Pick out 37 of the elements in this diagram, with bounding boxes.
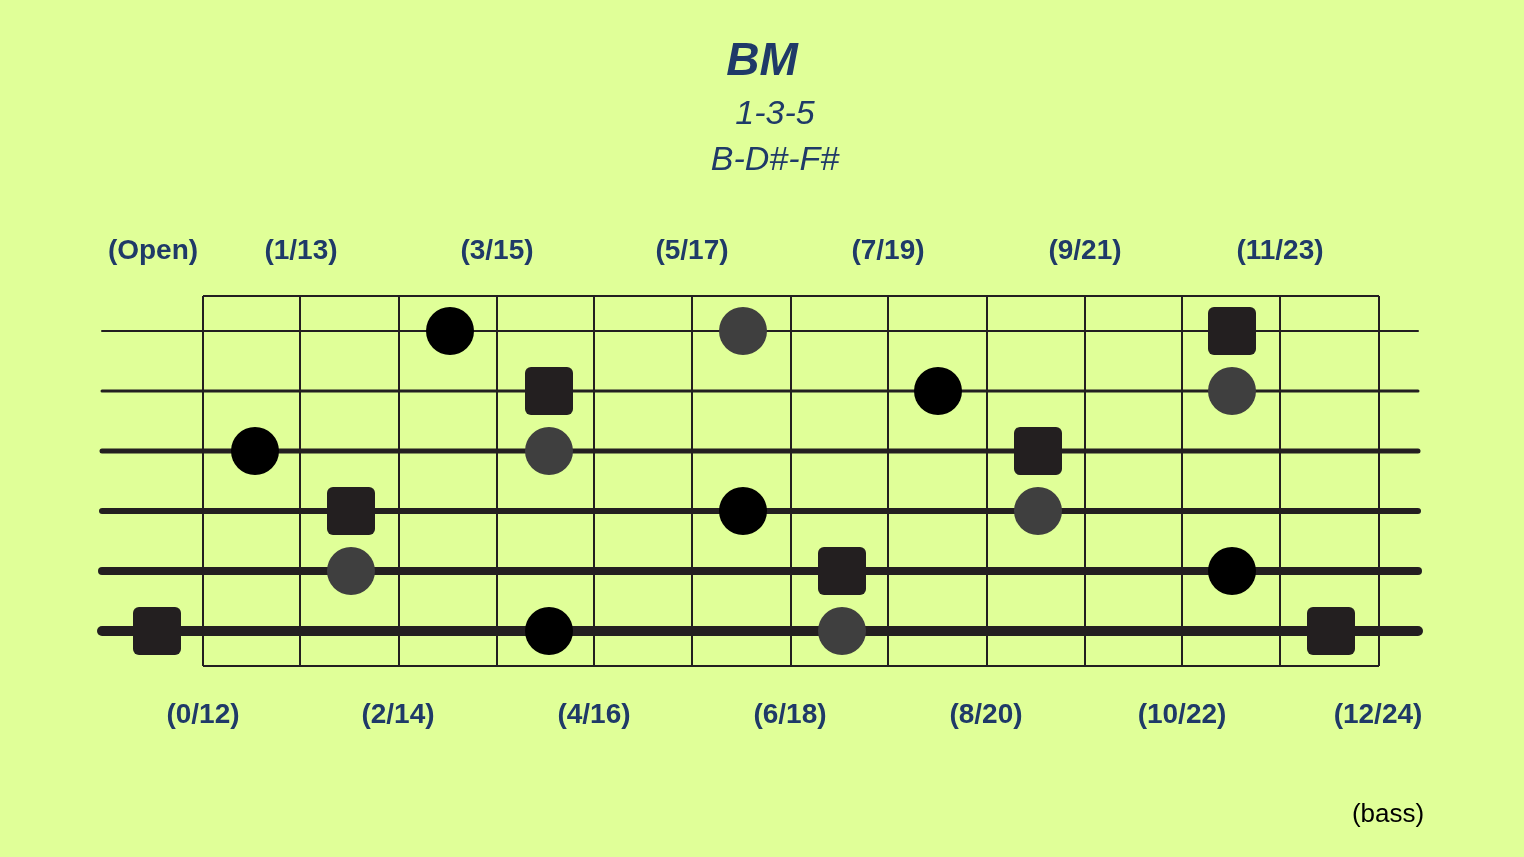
note-dot — [1014, 487, 1062, 535]
note-dot — [525, 607, 573, 655]
fret-number: (8/20) — [949, 698, 1023, 730]
note-dot — [719, 487, 767, 535]
note-square — [818, 547, 866, 595]
fret-number: (4/16) — [557, 698, 631, 730]
note-dot — [1208, 547, 1256, 595]
note-dot — [525, 427, 573, 475]
note-dot — [719, 307, 767, 355]
fret-number: (7/19) — [851, 234, 925, 266]
fret-number: (5/17) — [655, 234, 729, 266]
note-square — [133, 607, 181, 655]
fret-number: (9/21) — [1048, 234, 1122, 266]
fret-number: (0/12) — [166, 698, 240, 730]
fret-number: (12/24) — [1333, 698, 1423, 730]
chord-title: BM — [725, 32, 800, 86]
note-square — [1208, 307, 1256, 355]
chord-subtitle: 1-3-5 — [735, 92, 815, 132]
fret-number: (2/14) — [361, 698, 435, 730]
note-dot — [327, 547, 375, 595]
fret-number: (10/22) — [1137, 698, 1227, 730]
note-square — [1014, 427, 1062, 475]
instrument-note: (bass) — [1351, 797, 1425, 829]
fret-number: (3/15) — [460, 234, 534, 266]
note-dot — [426, 307, 474, 355]
note-square — [327, 487, 375, 535]
note-dot — [231, 427, 279, 475]
fret-number: (11/23) — [1236, 234, 1324, 266]
note-square — [1307, 607, 1355, 655]
fret-number: (Open) — [107, 234, 199, 266]
note-dot — [818, 607, 866, 655]
note-square — [525, 367, 573, 415]
note-dot — [914, 367, 962, 415]
fret-number: (6/18) — [753, 698, 827, 730]
fret-number: (1/13) — [264, 234, 338, 266]
note-dot — [1208, 367, 1256, 415]
chord-subtitle: B-D#-F# — [710, 138, 840, 178]
